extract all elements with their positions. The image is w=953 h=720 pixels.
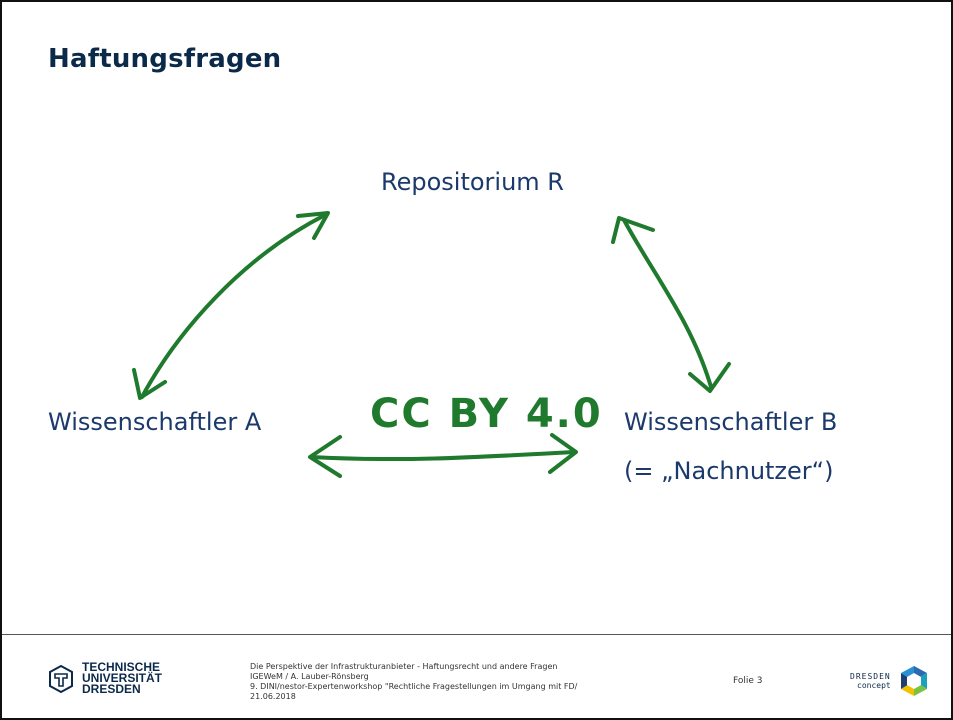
arrow-a-to-repository bbox=[140, 212, 329, 399]
partner-logo: DRESDEN concept bbox=[850, 664, 931, 698]
footer-info: Die Perspektive der Infrastrukturanbiete… bbox=[250, 662, 577, 702]
arrow-repository-to-b bbox=[622, 218, 713, 389]
footer-info-line: IGEWeM / A. Lauber-Rönsberg bbox=[250, 672, 369, 681]
footer-info-line: Die Perspektive der Infrastrukturanbiete… bbox=[250, 662, 558, 671]
university-name-line: TECHNISCHE bbox=[82, 660, 161, 674]
partner-logo-line: DRESDEN bbox=[850, 672, 891, 681]
footer-divider bbox=[2, 634, 951, 635]
slide-title: Haftungsfragen bbox=[48, 44, 282, 74]
license-annotation: CC BY 4.0 bbox=[370, 391, 603, 437]
arrowhead-repository-right bbox=[611, 216, 655, 244]
partner-logo-line: concept bbox=[857, 681, 891, 690]
node-scientist-b-note: (= „Nachnutzer“) bbox=[624, 457, 834, 485]
slide-number: Folie 3 bbox=[733, 676, 763, 686]
tu-dresden-emblem-icon bbox=[49, 664, 73, 693]
footer-info-line: 9. DINI/nestor-Expertenworkshop "Rechtli… bbox=[250, 682, 578, 691]
arrowhead-b bbox=[688, 362, 731, 393]
arrowhead-repository-left bbox=[296, 211, 330, 240]
dresden-concept-emblem-icon bbox=[900, 666, 927, 696]
university-name-line: UNIVERSITÄT bbox=[82, 671, 163, 685]
university-name-line: DRESDEN bbox=[82, 682, 141, 696]
footer-info-line: 21.06.2018 bbox=[250, 692, 296, 701]
arrow-a-to-b bbox=[310, 450, 576, 462]
university-logo: TECHNISCHE UNIVERSITÄT DRESDEN bbox=[46, 660, 163, 696]
node-repository: Repositorium R bbox=[381, 168, 564, 196]
node-scientist-a: Wissenschaftler A bbox=[48, 408, 262, 436]
arrowhead-right bbox=[548, 433, 578, 474]
arrowhead-a bbox=[132, 368, 167, 400]
arrowhead-left bbox=[308, 435, 342, 478]
node-scientist-b: Wissenschaftler B bbox=[624, 408, 838, 436]
